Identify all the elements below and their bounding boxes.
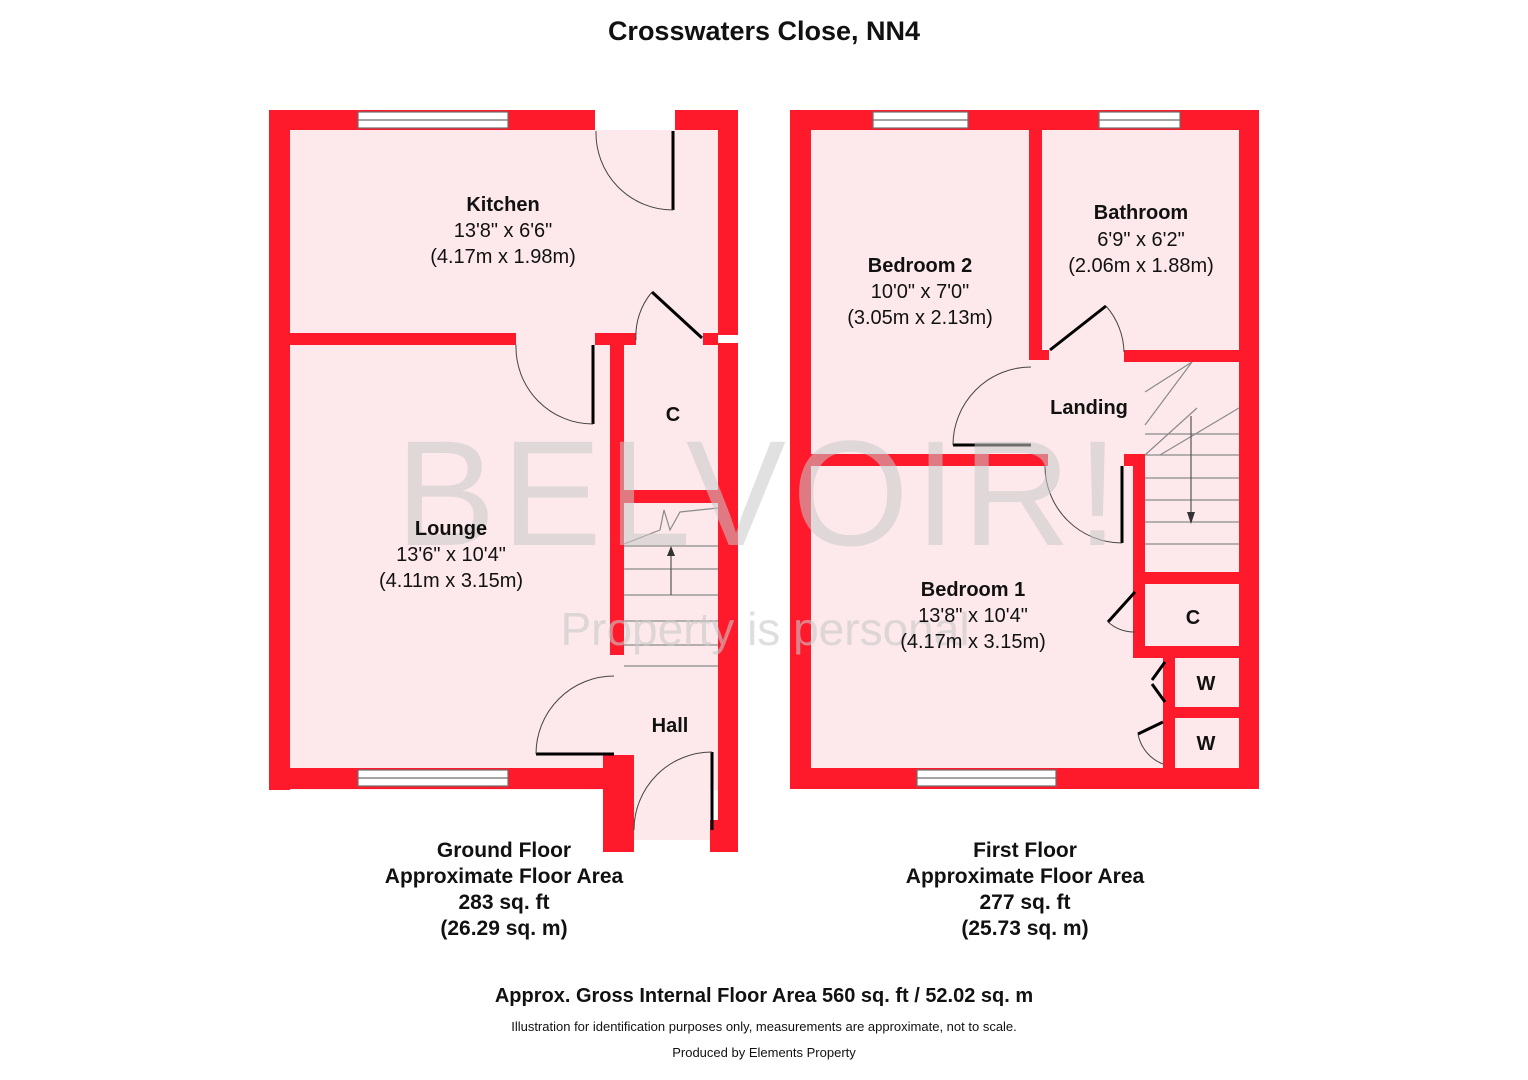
bathroom-landing-wall [1124, 350, 1239, 362]
first-floor-caption: First Floor Approximate Floor Area 277 s… [845, 838, 1205, 942]
first-wall-left [790, 110, 811, 789]
svg-text:Bedroom 2: Bedroom 2 [868, 255, 972, 277]
kitchen-lounge-wall-left [290, 333, 516, 345]
watermark-tagline: Property is personal [560, 603, 969, 655]
ground-cupboard-label: C [666, 404, 680, 426]
lounge-hall-wall [610, 345, 624, 655]
wardrobe2-label: W [1197, 733, 1216, 755]
svg-text:13'8" x 10'4": 13'8" x 10'4" [918, 605, 1028, 627]
watermark-brand: BELVOIR! [396, 409, 1125, 577]
first-floor-sqm: (25.73 sq. m) [961, 917, 1089, 940]
wardrobe-divider [1163, 707, 1239, 718]
plan-title: Crosswaters Close, NN4 [607, 16, 921, 46]
cupboard-stair-wall [624, 490, 718, 503]
stair-cupboard-wall [1133, 572, 1239, 584]
ground-wall-right-upper [718, 110, 738, 335]
first-floor-area-label: Approximate Floor Area [905, 865, 1145, 888]
svg-text:(3.05m x 2.13m): (3.05m x 2.13m) [847, 307, 993, 329]
first-wall-right [1239, 110, 1259, 789]
ground-wall-porch-left [603, 755, 634, 852]
ground-floor-sqm: (26.29 sq. m) [440, 917, 568, 940]
bedroom2-door [952, 366, 1032, 447]
lounge-door [515, 344, 595, 425]
svg-text:(4.17m x 1.98m): (4.17m x 1.98m) [430, 246, 576, 268]
cupboard-wardrobe-wall [1133, 646, 1239, 658]
ground-floor-name: Ground Floor [436, 839, 572, 862]
svg-text:Kitchen: Kitchen [466, 194, 539, 216]
first-floor-name: First Floor [973, 839, 1077, 862]
entrance-floor [634, 790, 710, 840]
kitchen-label: Kitchen 13'8" x 6'6" (4.17m x 1.98m) [430, 194, 576, 268]
first-stairs [1144, 361, 1240, 545]
wardrobe1-door [1150, 661, 1167, 703]
first-floor-sqft: 277 sq. ft [979, 891, 1071, 914]
bedroom2-label: Bedroom 2 10'0" x 7'0" (3.05m x 2.13m) [847, 255, 993, 329]
ground-wall-right-lower [718, 343, 738, 852]
bedroom1-door [1044, 465, 1124, 544]
cupboard-door [635, 290, 704, 341]
kitchen-lounge-wall-right [595, 333, 636, 345]
svg-text:Bedroom 1: Bedroom 1 [921, 579, 1025, 601]
kitchen-cupboard-wall [703, 333, 718, 345]
first-wall-top [790, 110, 1259, 130]
svg-text:6'9" x 6'2": 6'9" x 6'2" [1097, 229, 1184, 251]
kitchen-back-door [595, 130, 675, 211]
bathroom-wall-stub [1029, 350, 1049, 360]
hall-lounge-door [535, 675, 615, 756]
svg-text:Bathroom: Bathroom [1094, 202, 1188, 224]
svg-text:10'0" x 7'0": 10'0" x 7'0" [871, 281, 970, 303]
svg-text:13'8" x 6'6": 13'8" x 6'6" [454, 220, 553, 242]
bedroom2-bedroom1-wall [811, 454, 1048, 466]
ground-wall-left [269, 110, 290, 790]
svg-text:13'6" x 10'4": 13'6" x 10'4" [396, 544, 506, 566]
bedroom1-label: Bedroom 1 13'8" x 10'4" (4.17m x 3.15m) [900, 579, 1046, 653]
svg-text:(4.17m x 3.15m): (4.17m x 3.15m) [900, 631, 1046, 653]
ground-floor-sqft: 283 sq. ft [458, 891, 550, 914]
svg-text:(4.11m x 3.15m): (4.11m x 3.15m) [379, 570, 523, 592]
landing-label: Landing [1050, 397, 1128, 419]
gross-floor-area: Approx. Gross Internal Floor Area 560 sq… [494, 985, 1034, 1007]
ground-floor-area-label: Approximate Floor Area [384, 865, 624, 888]
produced-by: Produced by Elements Property [672, 1045, 856, 1060]
disclaimer: Illustration for identification purposes… [511, 1019, 1017, 1034]
bathroom-label: Bathroom 6'9" x 6'2" (2.06m x 1.88m) [1068, 202, 1214, 277]
hall-label: Hall [652, 715, 689, 737]
bedroom2-bathroom-wall [1029, 130, 1042, 360]
wardrobe2-door [1137, 720, 1164, 765]
first-floor-plan [790, 110, 1259, 789]
ground-floor-caption: Ground Floor Approximate Floor Area 283 … [324, 838, 684, 942]
first-cupboard-label: C [1186, 607, 1200, 629]
ground-stairs [623, 507, 719, 667]
svg-text:Lounge: Lounge [415, 518, 487, 540]
first-cupboard-door [1106, 590, 1137, 633]
ground-wall-porch-right [710, 820, 738, 852]
ground-floor-plan [269, 110, 738, 852]
stair-bedroom1-wall [1133, 454, 1145, 656]
svg-text:(2.06m x 1.88m): (2.06m x 1.88m) [1068, 255, 1214, 277]
wardrobe1-label: W [1197, 673, 1216, 695]
lounge-label: Lounge 13'6" x 10'4" (4.11m x 3.15m) [379, 518, 523, 592]
front-door [633, 751, 714, 831]
bathroom-door [1049, 304, 1125, 353]
ground-floor-area [290, 130, 718, 790]
